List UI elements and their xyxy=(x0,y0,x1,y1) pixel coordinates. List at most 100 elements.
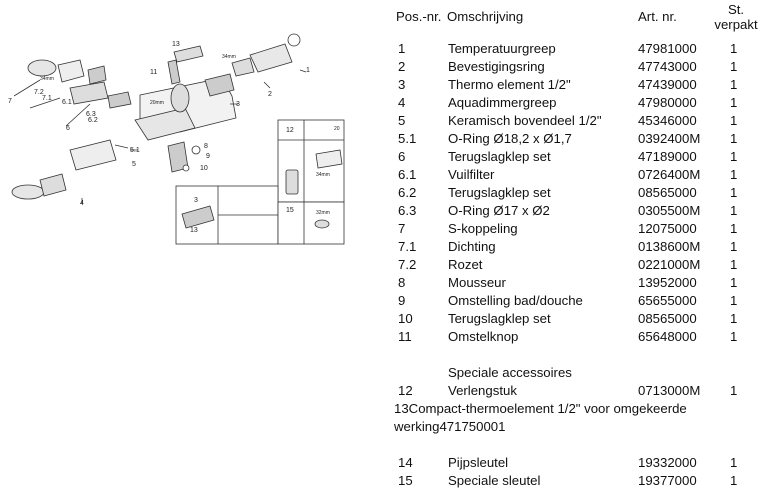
row-art: 0305500M xyxy=(638,203,701,218)
row-art: 47743000 xyxy=(638,59,697,74)
row-qty: 1 xyxy=(730,455,738,470)
row-qty: 1 xyxy=(730,473,738,488)
row-pos: 14 xyxy=(398,455,413,470)
row-art: 19377000 xyxy=(638,473,697,488)
row-desc: Pijpsleutel xyxy=(448,455,509,470)
row-pos: 3 xyxy=(398,77,406,92)
callout-7-2: 7.2 xyxy=(34,89,44,96)
row-desc: Omstelling bad/douche xyxy=(448,293,583,308)
row-desc: Terugslagklep set xyxy=(448,185,551,200)
dim-label: 20 xyxy=(334,126,340,132)
row-qty: 1 xyxy=(730,383,738,398)
row-pos: 12 xyxy=(398,383,413,398)
row-pos: 6 xyxy=(398,149,406,164)
row-qty: 1 xyxy=(730,221,738,236)
row-qty: 1 xyxy=(730,293,738,308)
callout-5-1: 5.1 xyxy=(130,147,140,154)
row-qty: 1 xyxy=(730,149,738,164)
row-qty: 1 xyxy=(730,257,738,272)
row-desc: Vuilfilter xyxy=(448,167,495,182)
row-desc: Thermo element 1/2" xyxy=(448,77,571,92)
row-art: 47175000 xyxy=(439,419,499,434)
table-row: 11 Omstelknop 65648000 1 xyxy=(394,328,760,346)
row-qty: 1 xyxy=(730,203,738,218)
row-art: 0392400M xyxy=(638,131,701,146)
row-pos: 6.3 xyxy=(398,203,417,218)
row-art: 08565000 xyxy=(638,185,697,200)
row-pos: 1 xyxy=(398,41,406,56)
row-desc: O-Ring Ø17 x Ø2 xyxy=(448,203,550,218)
row-qty: 1 xyxy=(730,239,738,254)
row-desc: Rozet xyxy=(448,257,483,272)
row-art: 65648000 xyxy=(638,329,697,344)
row-qty: 1 xyxy=(730,95,738,110)
callout-5: 5 xyxy=(132,161,136,168)
special-accessories-label: Speciale accessoires xyxy=(448,365,572,380)
row-desc: Aquadimmergreep xyxy=(448,95,557,110)
row-qty: 1 xyxy=(730,311,738,326)
header-qty: St. verpakt xyxy=(714,2,758,32)
row-pos: 11 xyxy=(398,329,412,344)
row-qty: 1 xyxy=(730,167,738,182)
callout-10: 10 xyxy=(200,165,208,172)
row-qty: 1 xyxy=(730,77,738,92)
exploded-view-svg: 1 2 3 4 5 5.1 6 6.1 6.2 6.3 7 7.1 7.2 8 … xyxy=(8,33,345,245)
row-desc: Dichting xyxy=(448,239,496,254)
row-pos: 6.1 xyxy=(398,167,417,182)
row-art: 08565000 xyxy=(638,311,697,326)
callout-1: 1 xyxy=(306,67,310,74)
row-art: 47980000 xyxy=(638,95,697,110)
row-desc: Temperatuurgreep xyxy=(448,41,556,56)
row-pos: 4 xyxy=(398,95,406,110)
row-art: 12075000 xyxy=(638,221,697,236)
parts-table: Pos.-nr. Omschrijving Art. nr. St. verpa… xyxy=(394,2,760,490)
row-desc: Speciale sleutel xyxy=(448,473,541,488)
row-art: 65655000 xyxy=(638,293,697,308)
row-qty: 1 xyxy=(730,131,738,146)
callout-6-3: 6.3 xyxy=(86,111,96,118)
row-pos: 7 xyxy=(398,221,406,236)
special-accessories-heading: Speciale accessoires xyxy=(394,364,760,382)
row-desc: Terugslagklep set xyxy=(448,311,551,326)
row-desc: S-koppeling xyxy=(448,221,518,236)
row-art: 47439000 xyxy=(638,77,697,92)
row-art: 0221000M xyxy=(638,257,701,272)
row-qty: 1 xyxy=(730,41,738,56)
table-row: 3 Thermo element 1/2" 47439000 1 xyxy=(394,76,760,94)
dim-label: 34mm xyxy=(222,54,236,60)
callout-box-13: 13 xyxy=(190,227,198,234)
row-art: 13952000 xyxy=(638,275,697,290)
row-art: 47189000 xyxy=(638,149,697,164)
callout-2: 2 xyxy=(268,91,272,98)
row-desc: Omstelknop xyxy=(448,329,519,344)
dim-label: 34mm xyxy=(40,76,54,82)
row-qty: 1 xyxy=(498,419,506,434)
callout-13: 13 xyxy=(172,41,180,48)
row-qty: 1 xyxy=(730,275,738,290)
row-pos: 5 xyxy=(398,113,406,128)
callout-4: 4 xyxy=(80,200,84,207)
row-pos: 13 xyxy=(394,401,409,416)
dim-label: 32mm xyxy=(316,210,330,216)
table-row: 7 S-koppeling 12075000 1 xyxy=(394,220,760,238)
row-qty: 1 xyxy=(730,329,738,344)
row-pos: 7.2 xyxy=(398,257,417,272)
table-row: 7.2 Rozet 0221000M 1 xyxy=(394,256,760,274)
row-pos: 15 xyxy=(398,473,413,488)
callout-6-2: 6.2 xyxy=(88,117,98,124)
callout-15: 15 xyxy=(286,207,294,214)
callout-6: 6 xyxy=(66,125,70,132)
table-header: Pos.-nr. Omschrijving Art. nr. St. verpa… xyxy=(394,2,760,40)
row-desc: O-Ring Ø18,2 x Ø1,7 xyxy=(448,131,572,146)
row-desc: Terugslagklep set xyxy=(448,149,551,164)
callout-8: 8 xyxy=(204,143,208,150)
row-pos: 2 xyxy=(398,59,406,74)
table-row: 13Compact-thermoelement 1/2" voor omgeke… xyxy=(394,400,760,454)
